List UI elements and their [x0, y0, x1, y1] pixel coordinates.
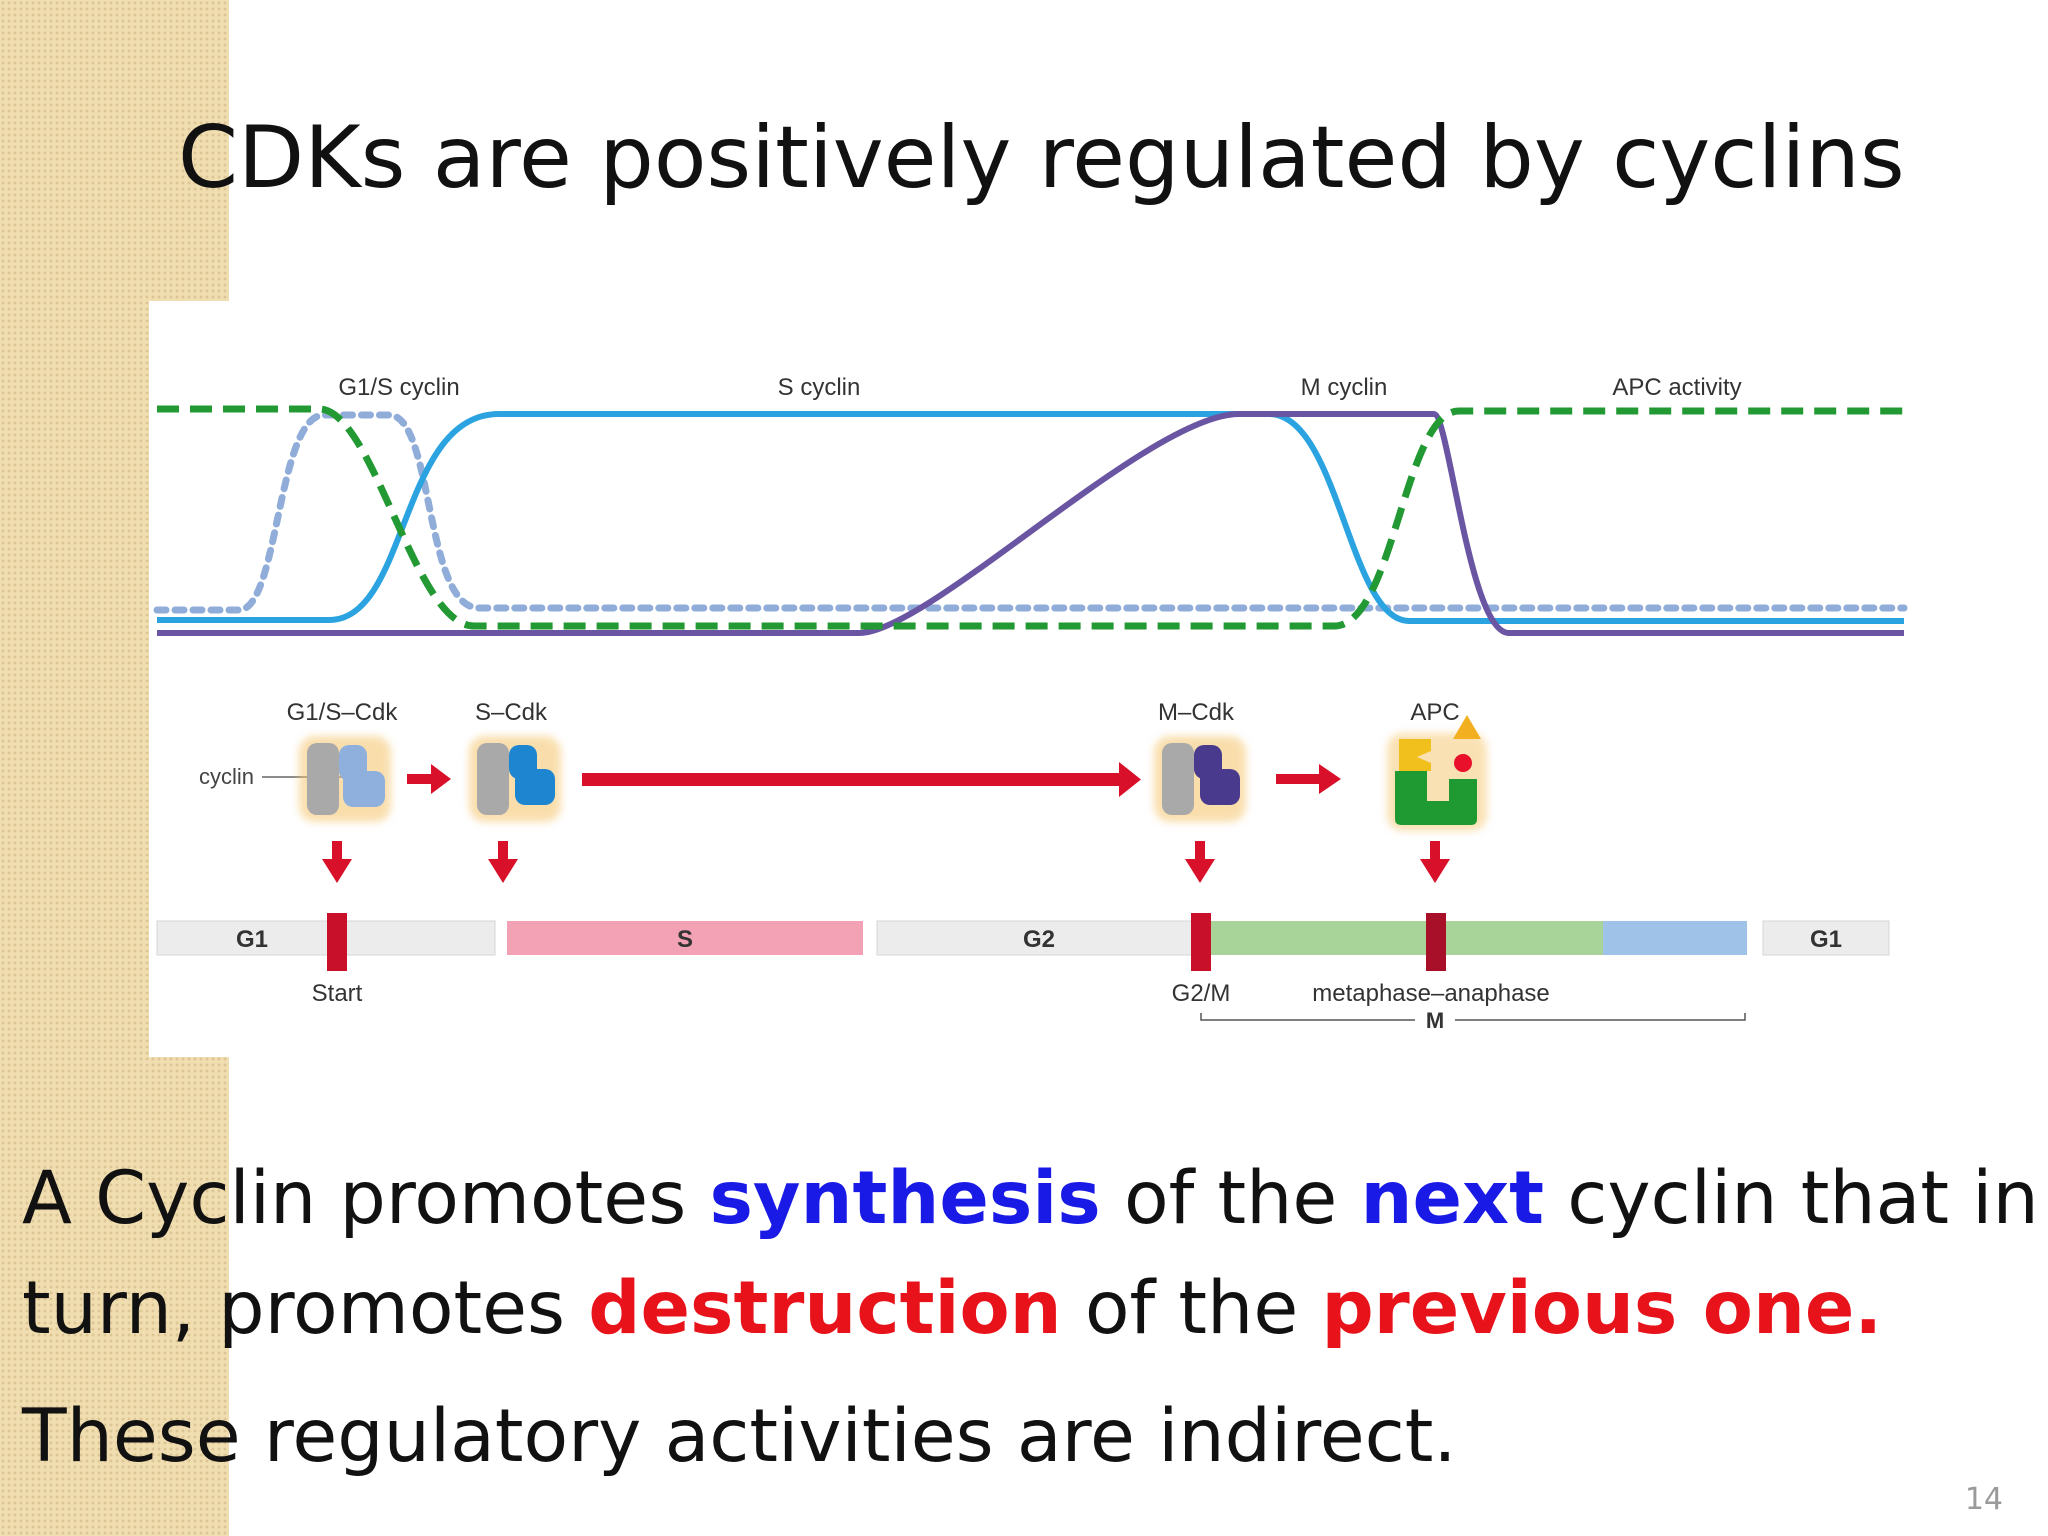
body-line-1-text: A Cyclin promotes: [22, 1156, 710, 1241]
arrow-down-s: [488, 841, 518, 883]
phase-m-blue: [1603, 921, 1747, 955]
phase-label-s: S: [677, 926, 693, 953]
label-m-cdk: M–Cdk: [1158, 699, 1235, 726]
highlight-synthesis: synthesis: [709, 1156, 1101, 1241]
checkpoint-g2m-marker: [1191, 913, 1211, 971]
body-line-3: These regulatory activities are indirect…: [22, 1394, 1457, 1479]
checkpoint-label-g2m: G2/M: [1172, 980, 1231, 1007]
arrow-down-start: [322, 841, 352, 883]
highlight-previous-one: previous one.: [1321, 1266, 1883, 1351]
phase-g1: [156, 920, 496, 956]
cell-cycle-diagram: G1/S cyclin S cyclin M cyclin APC activi…: [149, 301, 1920, 1057]
arrow-g1s-to-s: [407, 764, 451, 794]
g1s-cyclin-curve: [153, 411, 1908, 614]
m-cdk-complex-icon: [1154, 736, 1246, 822]
checkpoint-label-metaphase-anaphase: metaphase–anaphase: [1312, 980, 1550, 1007]
apc-activity-curve: [157, 405, 1904, 630]
checkpoint-metaphase-anaphase-marker: [1426, 913, 1446, 971]
phase-label-g1: G1: [236, 926, 268, 953]
body-line-1-text-3: cyclin that in: [1544, 1156, 2039, 1241]
checkpoint-start-marker: [327, 913, 347, 971]
phase-label-g2: G2: [1023, 926, 1055, 953]
label-s-cyclin: S cyclin: [778, 374, 861, 401]
page-number: 14: [1964, 1482, 2003, 1517]
highlight-next: next: [1360, 1156, 1545, 1241]
body-text: A Cyclin promotes synthesis of the next …: [22, 1144, 2039, 1492]
label-g1s-cyclin: G1/S cyclin: [338, 374, 459, 401]
phase-label-g1-end: G1: [1810, 926, 1842, 953]
m-phase-label: M: [1426, 1008, 1444, 1033]
label-m-cyclin: M cyclin: [1301, 374, 1388, 401]
m-cyclin-curve: [157, 411, 1904, 636]
body-line-1: A Cyclin promotes synthesis of the next …: [22, 1144, 2039, 1254]
arrow-s-to-m: [582, 762, 1141, 797]
slide-title: CDKs are positively regulated by cyclins: [178, 108, 1905, 208]
arrow-m-to-apc: [1276, 764, 1341, 794]
apc-complex-icon: [1387, 715, 1487, 831]
body-line-2-text: turn, promotes: [22, 1266, 589, 1351]
checkpoint-label-start: Start: [312, 980, 363, 1007]
arrow-down-metaphase-anaphase: [1420, 841, 1450, 883]
label-apc-activity: APC activity: [1612, 374, 1741, 401]
s-cyclin-curve: [157, 411, 1904, 624]
body-line-2-text-2: of the: [1061, 1266, 1322, 1351]
label-apc: APC: [1410, 699, 1459, 726]
phase-g1-end: [1762, 920, 1890, 956]
body-line-2: turn, promotes destruction of the previo…: [22, 1254, 2032, 1364]
label-g1s-cdk: G1/S–Cdk: [287, 699, 399, 726]
label-cyclin-callout: cyclin: [199, 764, 254, 789]
highlight-destruction: destruction: [588, 1266, 1062, 1351]
g1s-cdk-complex-icon: [299, 736, 391, 822]
arrow-down-g2m: [1185, 841, 1215, 883]
phase-m-green: [1201, 921, 1603, 955]
m-phase-bracket: [1200, 1013, 1746, 1021]
phase-g2: [876, 920, 1202, 956]
body-line-1-text-2: of the: [1100, 1156, 1361, 1241]
phase-s: [507, 921, 863, 955]
label-s-cdk: S–Cdk: [475, 699, 548, 726]
s-cdk-complex-icon: [469, 736, 561, 822]
